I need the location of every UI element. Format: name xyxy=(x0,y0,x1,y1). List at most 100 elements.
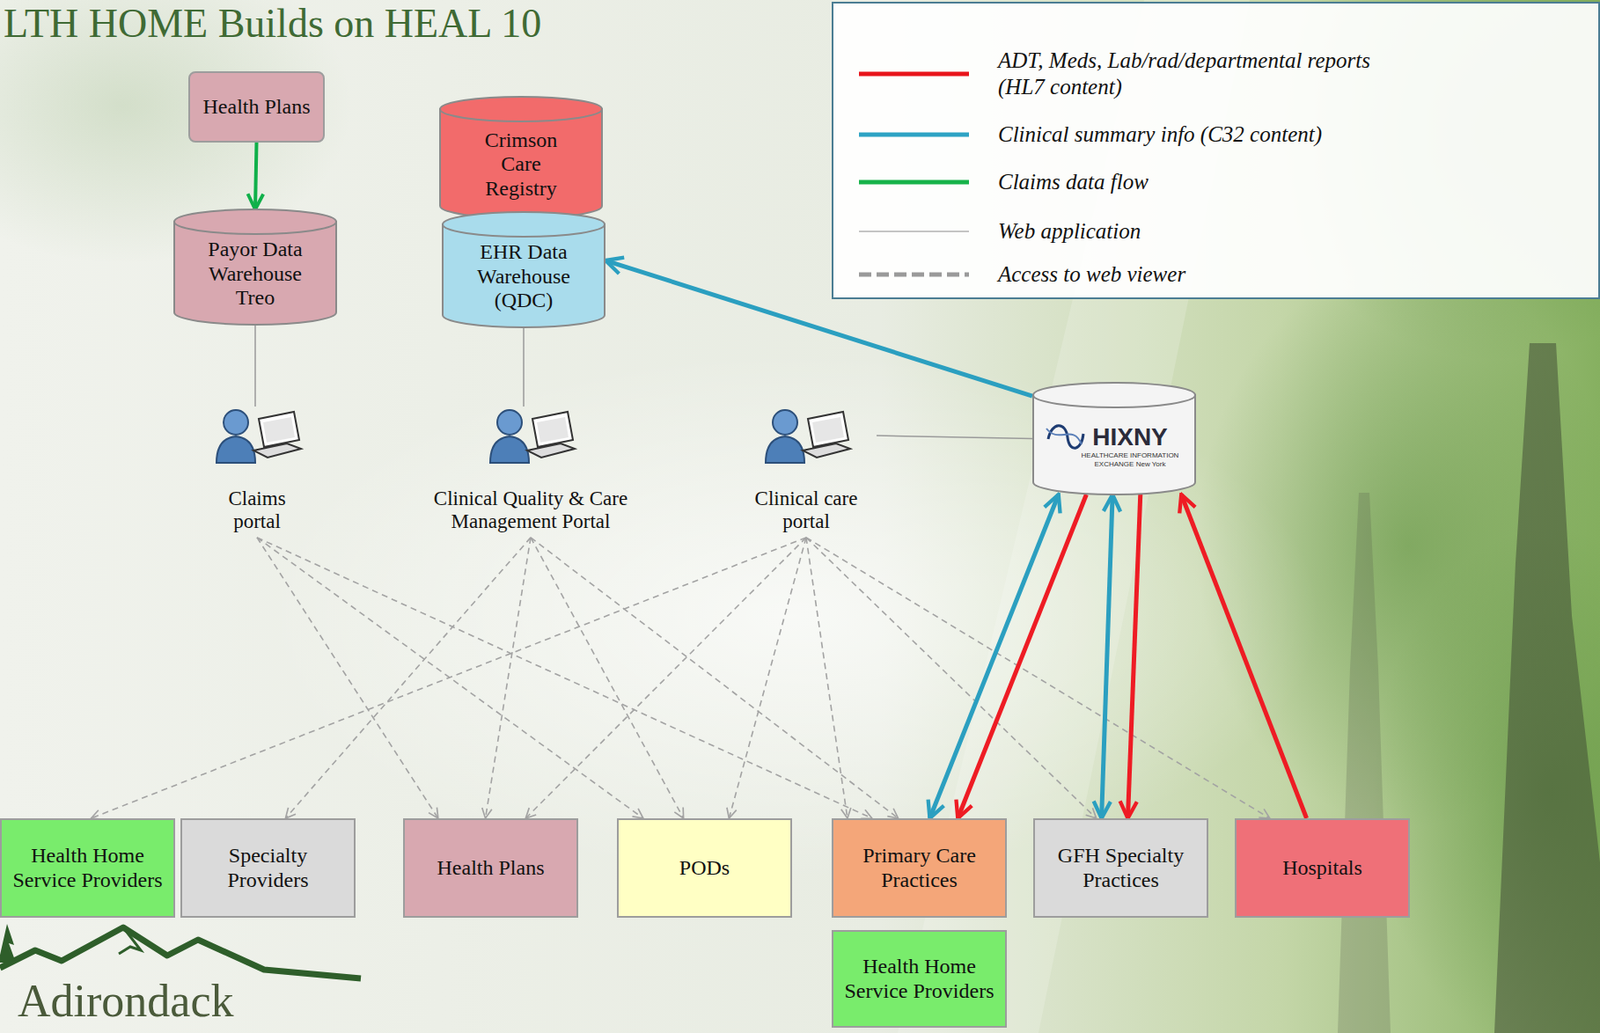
legend-line-sample xyxy=(857,218,972,245)
text-holder: Claims portal xyxy=(208,487,306,535)
legend-line xyxy=(858,132,969,138)
legend-text: Access to web viewer xyxy=(998,261,1186,288)
connector xyxy=(1101,494,1114,819)
legend-text: Claims data flow xyxy=(998,168,1149,196)
organization-box: Health Home Service Providers xyxy=(831,930,1007,1028)
cylinder-top xyxy=(1033,382,1196,408)
connector xyxy=(929,494,1058,819)
node-label: Primary Care Practices xyxy=(842,844,997,893)
connector xyxy=(522,327,525,407)
text-holder: Health Plans xyxy=(413,856,568,881)
text-holder: EHR Data Warehouse (QDC) xyxy=(459,240,588,314)
legend-entry: ADT, Meds, Lab/rad/departmental reports … xyxy=(857,47,1403,101)
exchange-cylinder: HIXNYHEALTHCARE INFORMATION EXCHANGE New… xyxy=(1032,382,1197,495)
legend-text: Clinical summary info (C32 content) xyxy=(998,121,1322,148)
connector xyxy=(876,435,1033,440)
text-holder: Crimson Care Registry xyxy=(463,128,579,202)
connector xyxy=(255,142,257,210)
organization-box: Primary Care Practices xyxy=(831,818,1007,918)
node-label: Specialty Providers xyxy=(190,844,345,893)
node-label: HIXNY xyxy=(1071,423,1189,452)
organization-box: PODs xyxy=(616,818,793,918)
cylinder-top xyxy=(440,96,602,122)
user-laptop-icon xyxy=(765,410,851,463)
node-subtitle: HEALTHCARE INFORMATION EXCHANGE New York xyxy=(1071,451,1189,469)
portal-node: Clinical care portal xyxy=(735,406,877,538)
connector xyxy=(254,324,257,407)
legend-line xyxy=(858,272,969,278)
text-holder: GFH Specialty Practices xyxy=(1043,844,1198,893)
portal-node: Clinical Quality & Care Management Porta… xyxy=(403,406,659,538)
node-label: EHR Data Warehouse (QDC) xyxy=(459,240,588,314)
connector xyxy=(530,537,899,819)
legend-box: ADT, Meds, Lab/rad/departmental reports … xyxy=(831,1,1600,300)
connector xyxy=(1127,494,1140,819)
connector xyxy=(90,537,807,819)
organization-box: Health Home Service Providers xyxy=(0,818,176,918)
text-holder: Clinical care portal xyxy=(735,487,877,535)
text-holder: PODs xyxy=(627,856,782,881)
node-label: Claims portal xyxy=(208,487,306,535)
legend-line xyxy=(858,180,969,185)
node-label: Payor Data Warehouse Treo xyxy=(190,237,320,311)
text-holder: HIXNYHEALTHCARE INFORMATION EXCHANGE New… xyxy=(1071,423,1189,469)
exchange-logo-mark xyxy=(1046,425,1084,449)
node-label: PODs xyxy=(627,856,782,881)
connector xyxy=(285,537,531,819)
cylinder-body xyxy=(174,221,337,325)
user-laptop-icon xyxy=(216,410,301,463)
registry-cylinder: Crimson Care Registry xyxy=(439,96,603,219)
text-holder: Primary Care Practices xyxy=(842,844,997,893)
legend-text: Web application xyxy=(998,218,1141,245)
legend-line-sample xyxy=(857,121,972,148)
logo-wordmark: Adirondack xyxy=(17,975,234,1028)
connector xyxy=(525,537,807,819)
tree-trunk xyxy=(1337,492,1391,1033)
organization-box: Health Plans xyxy=(403,818,579,918)
mist xyxy=(264,352,1321,881)
text-holder: Specialty Providers xyxy=(190,844,345,893)
cylinder-top xyxy=(442,212,605,237)
legend-text: ADT, Meds, Lab/rad/departmental reports … xyxy=(998,47,1403,101)
organization-box: Specialty Providers xyxy=(180,818,356,918)
legend-entry: Clinical summary info (C32 content) xyxy=(857,121,1322,148)
connector xyxy=(485,537,531,819)
slide-title: LTH HOME Builds on HEAL 10 xyxy=(3,1,542,47)
legend-line-sample xyxy=(857,60,972,88)
node-label: Hospitals xyxy=(1245,856,1400,881)
node-label: Health Home Service Providers xyxy=(842,954,997,1004)
legend-line-sample xyxy=(857,261,972,288)
organization-box: GFH Specialty Practices xyxy=(1033,818,1209,918)
data-source-box: Health Plans xyxy=(188,71,325,143)
text-holder: Health Home Service Providers xyxy=(10,844,165,893)
legend-entry: Web application xyxy=(857,218,1141,245)
user-laptop-icon xyxy=(490,410,575,463)
text-holder: Health Home Service Providers xyxy=(842,954,997,1004)
legend-line xyxy=(858,72,969,77)
warehouse-cylinder: EHR Data Warehouse (QDC) xyxy=(441,212,606,328)
connector xyxy=(806,537,1270,819)
text-holder: Payor Data Warehouse Treo xyxy=(190,237,320,311)
warehouse-cylinder: Payor Data Warehouse Treo xyxy=(173,209,338,325)
node-label: Health Plans xyxy=(198,95,315,120)
node-label: GFH Specialty Practices xyxy=(1043,844,1198,893)
cylinder-top xyxy=(174,209,337,235)
node-label: Clinical care portal xyxy=(735,487,877,535)
text-holder: Clinical Quality & Care Management Porta… xyxy=(403,487,659,535)
node-label: Health Plans xyxy=(413,856,568,881)
legend-line xyxy=(858,230,969,233)
connector xyxy=(256,537,873,819)
connector xyxy=(728,537,807,819)
legend-entry: Claims data flow xyxy=(857,168,1149,196)
connector xyxy=(957,494,1087,819)
node-label: Crimson Care Registry xyxy=(463,128,579,202)
connector xyxy=(806,537,848,819)
logo-mountains xyxy=(0,924,361,979)
cylinder-body xyxy=(440,109,602,219)
node-label: Health Home Service Providers xyxy=(10,844,165,893)
cylinder-body xyxy=(1033,395,1196,495)
legend-entry: Access to web viewer xyxy=(857,261,1186,288)
tree-trunk xyxy=(1494,343,1600,1033)
organization-box: Hospitals xyxy=(1234,818,1410,918)
connector xyxy=(1181,494,1307,819)
